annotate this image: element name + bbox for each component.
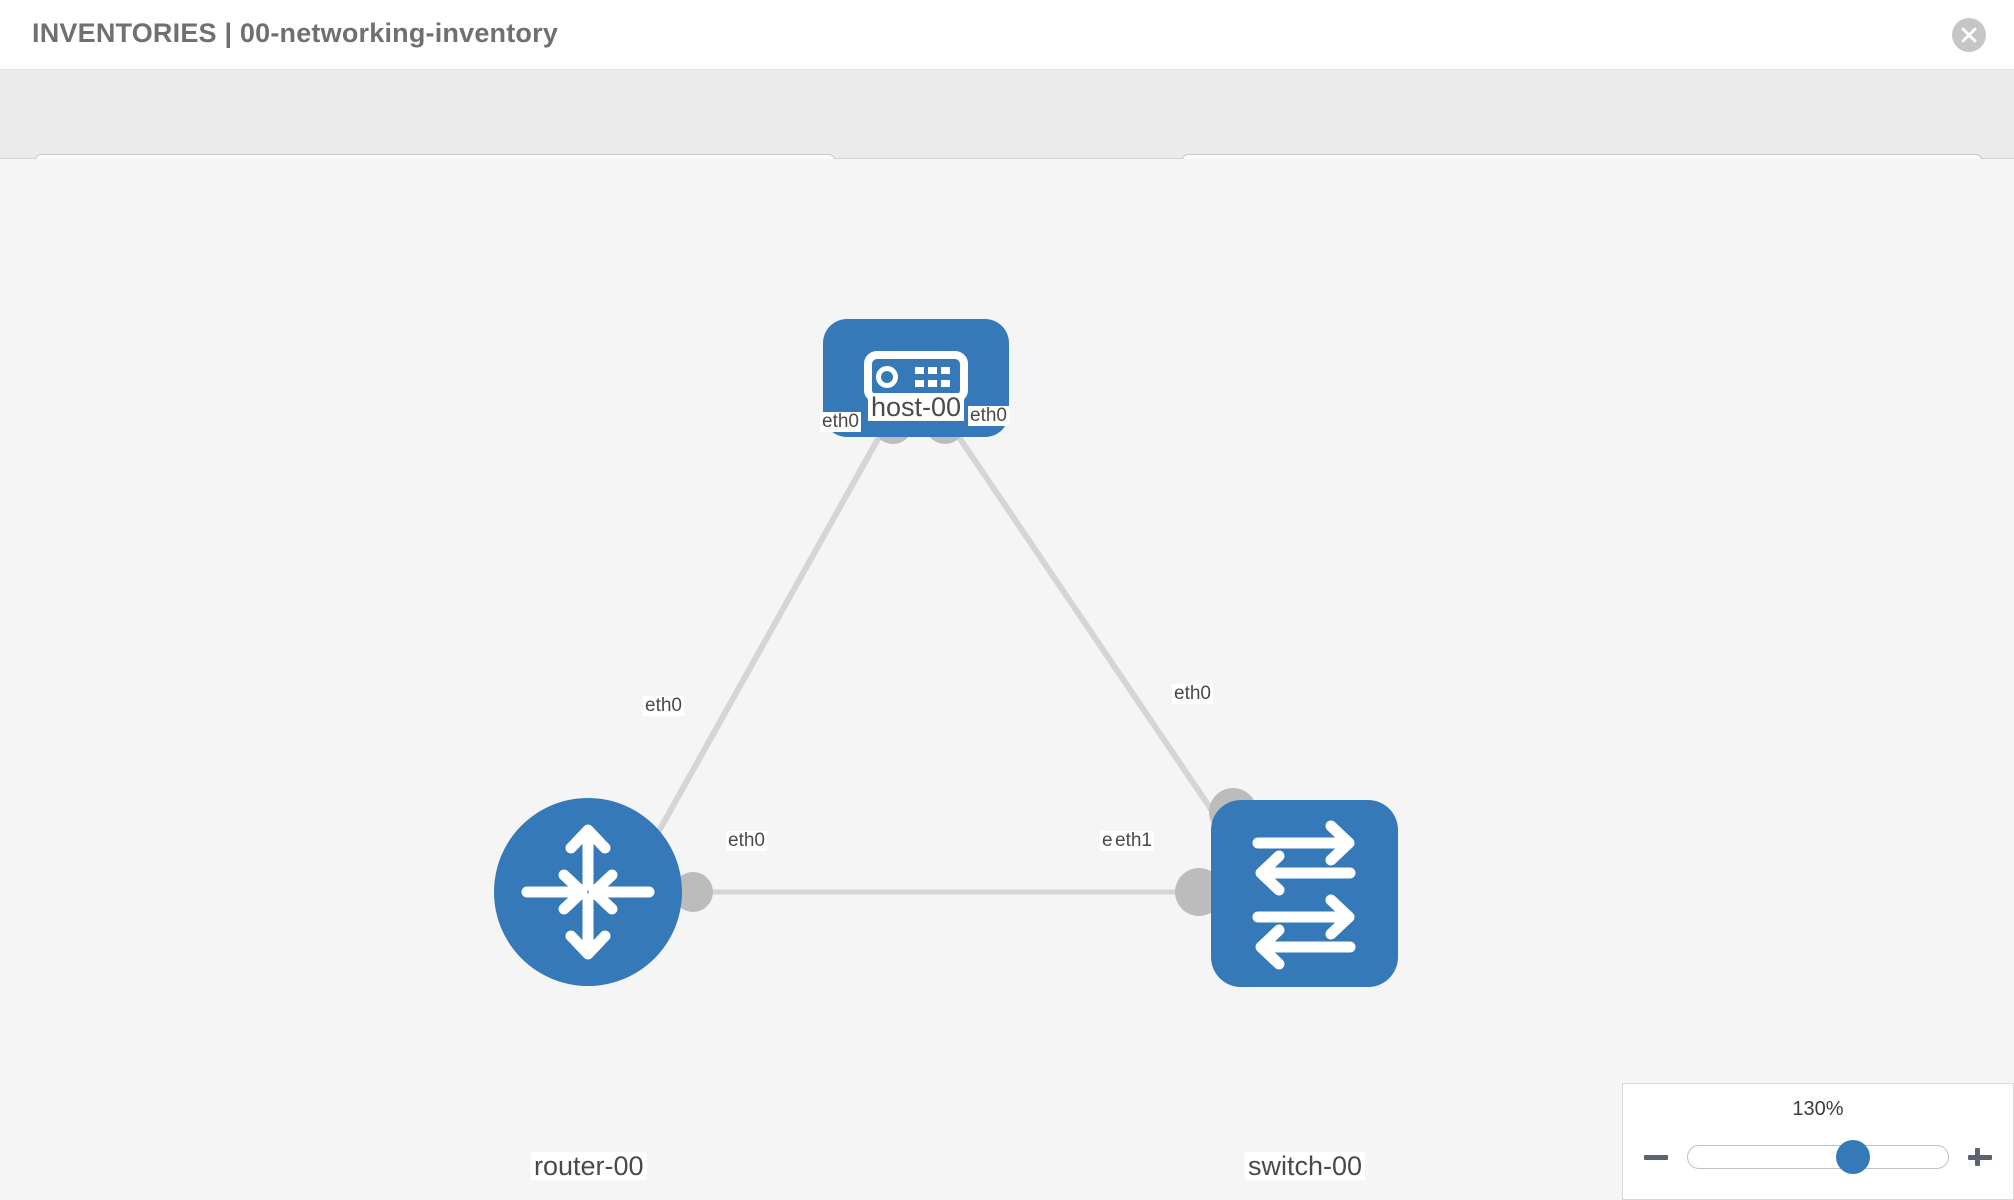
interface-label-router-right: eth0 [726,830,767,851]
link-layer [637,419,1241,895]
topology-graph [494,319,1398,987]
router-arrows-icon [521,824,655,960]
page-header: INVENTORIES | 00-networking-inventory [0,0,2014,70]
node-switch-00[interactable] [1211,800,1398,987]
node-label-host-00: host-00 [868,393,965,421]
page-title: INVENTORIES | 00-networking-inventory [32,18,559,48]
close-icon[interactable] [1952,18,1986,52]
connector-router-right[interactable] [673,872,713,912]
link-host-switch[interactable] [945,419,1241,851]
minus-icon[interactable] [1641,1142,1671,1172]
interface-label-router-up: eth0 [643,695,684,716]
switch-arrows-icon [1252,820,1356,970]
zoom-control-panel: 130% [1622,1083,2014,1200]
zoom-slider-thumb[interactable] [1836,1140,1870,1174]
interface-label-switch-left-b: eth1 [1113,830,1154,851]
interface-label-host-left: eth0 [820,411,861,432]
zoom-level-value: 130% [1792,1098,1844,1120]
node-label-router-00: router-00 [531,1152,647,1180]
topology-canvas[interactable]: eth0 host-00 eth0 eth0 eth0 eth0 eth0 et… [0,159,2014,1200]
plus-icon[interactable] [1965,1142,1995,1172]
node-router-00[interactable] [494,798,682,986]
interface-label-host-right: eth0 [968,405,1009,426]
zoom-slider[interactable] [1687,1140,1949,1174]
interface-label-switch-up: eth0 [1172,683,1213,704]
toolbar: ACTIONS SEARCH [0,70,2014,207]
link-host-router[interactable] [637,419,891,867]
node-label-switch-00: switch-00 [1245,1152,1366,1180]
